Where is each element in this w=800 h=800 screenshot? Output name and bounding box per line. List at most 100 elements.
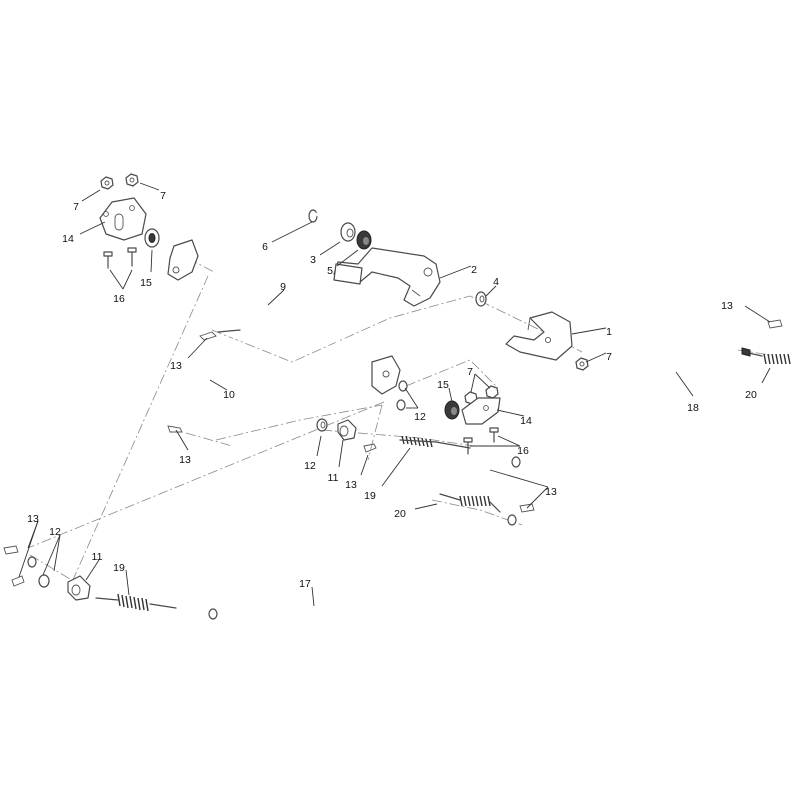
callout-c4: 4: [485, 276, 499, 297]
washers-part-12-lower-left: [27, 556, 50, 588]
callout-c16a: 16: [109, 269, 133, 305]
pedal-part-2: [333, 247, 441, 307]
callout-leader: [311, 586, 315, 607]
bolts-part-16-upper: [103, 247, 137, 269]
callout-leader: [404, 387, 419, 409]
block-part-11-lower-left: [67, 575, 91, 601]
callout-number: 12: [414, 411, 426, 423]
bracket-part-1: [505, 311, 573, 361]
callout-number: 4: [493, 276, 499, 288]
bolt-part-6: [308, 209, 342, 230]
bracket-part-14-upper: [99, 197, 147, 241]
callout-leader: [150, 249, 153, 273]
spring-part-19-middle: [399, 435, 471, 449]
callout-c7a: 7: [73, 189, 101, 213]
callout-c9: 9: [267, 281, 286, 306]
callout-number: 16: [113, 293, 125, 305]
callout-number: 12: [49, 526, 61, 538]
washers-part-12-middle: [396, 380, 408, 411]
nut-part-7-upper-right: [125, 173, 139, 187]
callout-c20b: 20: [394, 503, 438, 520]
callout-leader: [485, 285, 497, 297]
callout-number: 13: [345, 479, 357, 491]
callout-number: 15: [437, 379, 449, 391]
callout-c6: 6: [262, 221, 313, 253]
clip-part-13-lower-middle: [519, 503, 535, 513]
callout-number: 15: [140, 277, 152, 289]
callout-number: 3: [310, 254, 316, 266]
callout-c14b: 14: [496, 409, 532, 427]
nut-part-7-upper-left: [100, 176, 114, 190]
callout-c13d: 13: [345, 454, 369, 491]
callout-c11b: 11: [85, 551, 103, 581]
bushing-part-15-upper: [144, 228, 160, 248]
assembly-centerlines: [27, 249, 771, 586]
callout-c1: 1: [571, 326, 612, 338]
callout-leader: [336, 249, 359, 267]
callout-leader: [489, 469, 549, 488]
callout-leader: [448, 387, 453, 403]
callout-c7c: 7: [585, 351, 612, 363]
clip-part-13-link-top: [199, 331, 217, 341]
callout-c3: 3: [310, 241, 341, 266]
callout-leader: [319, 241, 341, 256]
callout-leader: [175, 429, 189, 451]
callout-c13b: 13: [170, 337, 208, 372]
callout-leader: [338, 439, 344, 468]
callout-c12b: 12: [304, 435, 322, 472]
callout-number: 12: [304, 460, 316, 472]
callout-leader: [109, 269, 124, 290]
callout-leader: [139, 182, 160, 191]
link-part-10: [184, 329, 241, 432]
callout-c7b: 7: [139, 182, 166, 202]
callout-c13a: 13: [721, 300, 771, 323]
callout-number: 20: [745, 389, 757, 401]
spring-part-20-middle: [439, 493, 501, 513]
callout-number: 11: [92, 551, 103, 563]
callout-c18: 18: [675, 371, 699, 414]
callout-number: 13: [179, 454, 191, 466]
callout-c17: 17: [299, 578, 315, 607]
callout-number: 13: [170, 360, 182, 372]
callout-c7d: 7: [467, 366, 491, 393]
clip-part-13-middle: [363, 443, 377, 453]
callout-number: 20: [394, 508, 406, 520]
callout-c12c: 12: [42, 526, 61, 576]
callout-leader: [496, 409, 525, 417]
callout-c12a: 12: [404, 387, 426, 423]
callout-c5: 5: [327, 249, 359, 277]
callout-c15b: 15: [437, 379, 453, 403]
callout-leader: [381, 447, 411, 487]
bracket-part-14-middle: [461, 397, 501, 425]
callout-number: 17: [299, 578, 311, 590]
clip-part-13-right: [767, 319, 783, 329]
callout-number: 7: [73, 201, 79, 213]
callout-number: 2: [471, 264, 477, 276]
callout-c13c: 13: [175, 429, 191, 466]
spacer-part-3: [340, 222, 356, 242]
callout-leader: [470, 373, 476, 393]
washer-part-4: [475, 291, 487, 307]
callout-c20a: 20: [745, 367, 771, 401]
callout-c19b: 19: [113, 562, 130, 596]
callout-leader: [125, 569, 130, 596]
block-part-11-middle: [337, 419, 357, 441]
spring-part-19-lower-left: [95, 593, 177, 612]
callout-c16b: 16: [470, 435, 529, 457]
callout-number: 16: [517, 445, 529, 457]
callout-leader: [81, 189, 101, 202]
callout-number: 6: [262, 241, 268, 253]
callout-leader: [571, 327, 607, 335]
callout-leader: [439, 265, 472, 279]
callout-leader: [42, 534, 61, 576]
callout-leader: [744, 305, 771, 323]
rod-part-17: [174, 514, 517, 622]
callout-leader: [122, 269, 133, 290]
callout-leader: [79, 221, 106, 235]
callout-leader: [526, 486, 549, 509]
callout-number: 10: [223, 389, 235, 401]
callout-c11a: 11: [328, 439, 344, 484]
callout-leader: [761, 367, 771, 384]
spring-part-20-right: [741, 347, 791, 365]
